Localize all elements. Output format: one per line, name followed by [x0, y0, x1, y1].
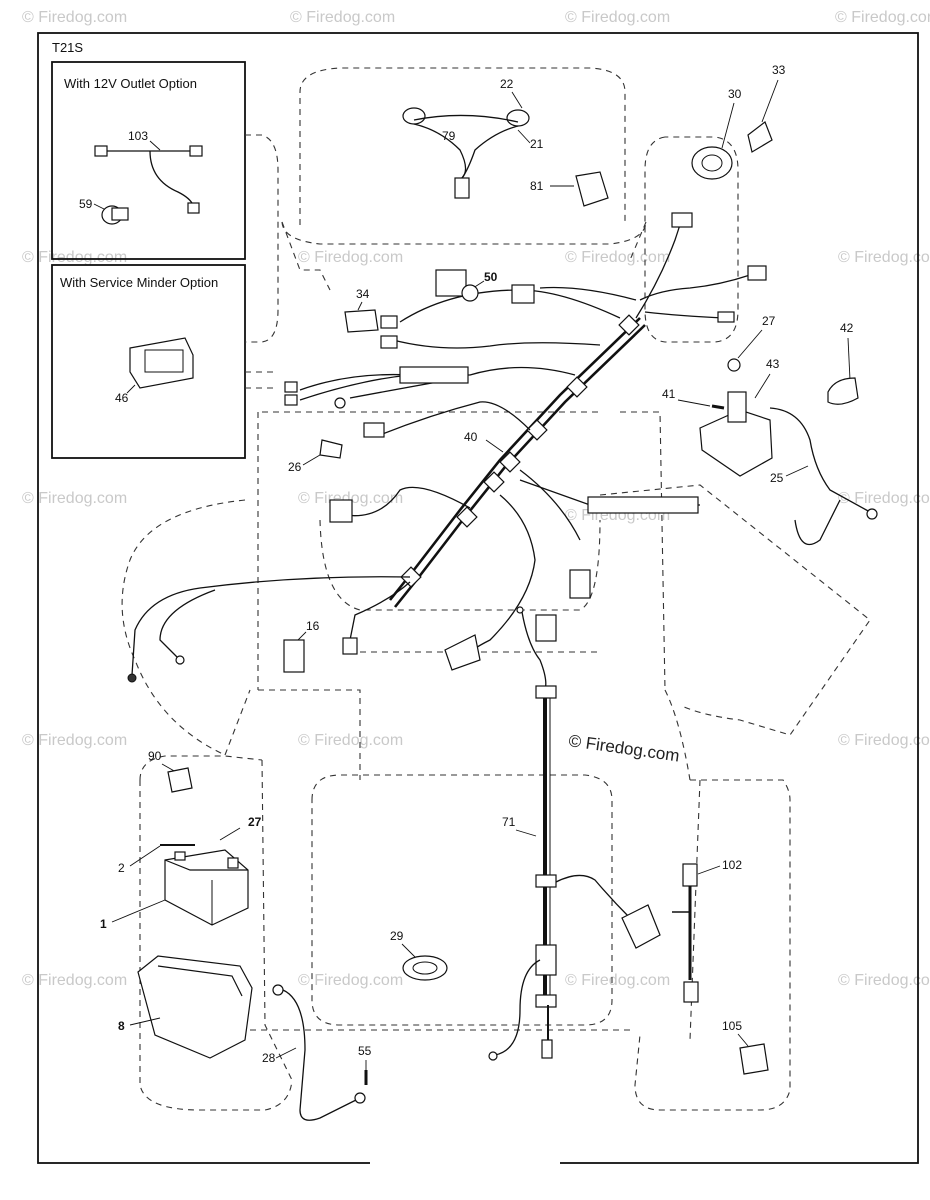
- watermark: © Firedog.com: [298, 732, 403, 749]
- callout-33: 33: [772, 63, 786, 77]
- callout-90: 90: [148, 749, 162, 763]
- callout-55: 55: [358, 1044, 372, 1058]
- watermark: © Firedog.com: [838, 972, 930, 989]
- watermark: © Firedog.com: [22, 972, 127, 989]
- battery-assembly: 90 27 2 1 8: [100, 749, 262, 1059]
- callout-43: 43: [766, 357, 780, 371]
- callout-29: 29: [390, 929, 404, 943]
- watermark: © Firedog.com: [290, 9, 395, 26]
- relay: 81: [530, 171, 609, 207]
- callout-26: 26: [288, 460, 302, 474]
- callout-50: 50: [484, 270, 498, 284]
- callout-41: 41: [662, 387, 676, 401]
- callout-59: 59: [79, 197, 93, 211]
- headlight-harness: 22 79 21: [402, 77, 544, 199]
- watermark-group: © Firedog.com © Firedog.com © Firedog.co…: [22, 9, 930, 989]
- callout-103: 103: [128, 129, 148, 143]
- callout-34: 34: [356, 287, 370, 301]
- seat-switch: 16: [283, 619, 320, 673]
- watermark: © Firedog.com: [835, 9, 930, 26]
- callout-25: 25: [770, 471, 784, 485]
- chassis-outline: [121, 67, 871, 1111]
- inset-service-minder-title: With Service Minder Option: [60, 275, 218, 290]
- callout-46: 46: [115, 391, 129, 405]
- pto-switch: 50 34: [344, 269, 498, 333]
- callout-22: 22: [500, 77, 514, 91]
- diagram-code: T21S: [52, 40, 83, 55]
- callout-28: 28: [262, 1051, 276, 1065]
- callout-40: 40: [464, 430, 478, 444]
- watermark: © Firedog.com: [22, 490, 127, 507]
- callout-21: 21: [530, 137, 544, 151]
- watermark: © Firedog.com: [838, 732, 930, 749]
- ignition-switch: 30 33: [691, 63, 786, 180]
- watermark: © Firedog.com: [298, 490, 403, 507]
- engine-harness: 71: [488, 606, 661, 1061]
- main-wire-harness: 40: [127, 212, 767, 683]
- watermark: © Firedog.com: [838, 490, 930, 507]
- callout-81: 81: [530, 179, 544, 193]
- watermark: © Firedog.com: [22, 9, 127, 26]
- fuse-holder-102: 102: [672, 858, 742, 1003]
- callout-102: 102: [722, 858, 742, 872]
- copyright-text: © Firedog.com: [567, 731, 680, 765]
- callout-2: 2: [118, 861, 125, 875]
- starter-solenoid: 27 42 43 41 25: [662, 314, 878, 546]
- grommet-29: 29: [390, 929, 448, 981]
- inset-service-minder: With Service Minder Option 46: [51, 264, 246, 459]
- watermark: © Firedog.com: [838, 249, 930, 266]
- watermark: © Firedog.com: [22, 249, 127, 266]
- watermark: © Firedog.com: [565, 249, 670, 266]
- watermark: © Firedog.com: [298, 972, 403, 989]
- fuse-26: 26: [288, 439, 343, 474]
- watermark: © Firedog.com: [298, 249, 403, 266]
- ground-cable: 28 55: [262, 984, 372, 1121]
- inset-12v-outlet: With 12V Outlet Option 103 59: [51, 61, 246, 260]
- callout-105: 105: [722, 1019, 742, 1033]
- callout-30: 30: [728, 87, 742, 101]
- callout-16: 16: [306, 619, 320, 633]
- callout-71: 71: [502, 815, 516, 829]
- switch-105: 105: [722, 1019, 769, 1075]
- inset-12v-title: With 12V Outlet Option: [64, 76, 197, 91]
- callout-1: 1: [100, 917, 107, 931]
- callout-42: 42: [840, 321, 854, 335]
- callout-27b: 27: [248, 815, 262, 829]
- watermark: © Firedog.com: [565, 972, 670, 989]
- callout-27: 27: [762, 314, 776, 328]
- callout-8: 8: [118, 1019, 125, 1033]
- watermark: © Firedog.com: [22, 732, 127, 749]
- watermark: © Firedog.com: [565, 9, 670, 26]
- callout-79: 79: [442, 129, 456, 143]
